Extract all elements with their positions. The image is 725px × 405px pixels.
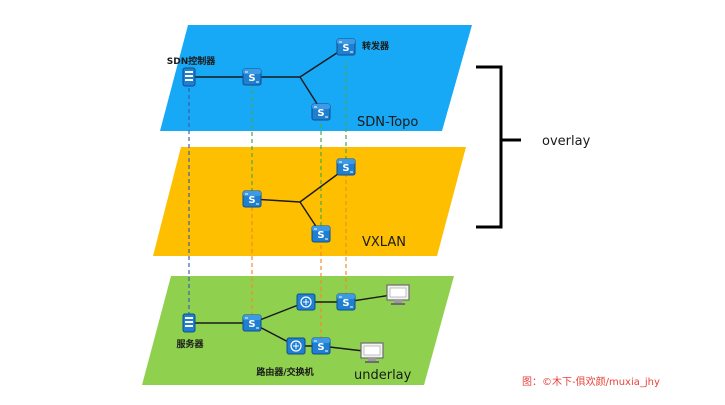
switch-icon <box>242 68 262 86</box>
vxlan-label: VXLAN <box>362 235 406 250</box>
switch-icon <box>336 158 356 176</box>
switch-icon <box>311 225 331 243</box>
router-icon <box>296 293 316 311</box>
controller-label: SDN控制器 <box>167 55 216 67</box>
controller-server-icon <box>182 67 196 87</box>
server-label: 服务器 <box>176 338 204 350</box>
underlay-label: underlay <box>354 368 412 383</box>
layer-mapping-lines <box>188 60 347 340</box>
server-icon <box>182 313 196 333</box>
switch-icon <box>311 103 331 121</box>
switch-icon <box>311 337 331 355</box>
link-top <box>190 46 347 78</box>
link-bottom-2 <box>251 322 373 353</box>
sdn-topo-label: SDN-Topo <box>357 115 418 130</box>
overlay-bracket <box>476 65 521 229</box>
image-credit: 图：©木下-俱欢颜/muxia_jhy <box>522 375 660 388</box>
switch-icon <box>336 38 356 56</box>
sdn-topo-layer <box>160 25 472 131</box>
vxlan-layer <box>153 147 466 256</box>
switch-icon <box>336 293 356 311</box>
switch-icon <box>242 190 262 208</box>
forwarder-label: 转发器 <box>362 40 390 52</box>
router-icon <box>286 337 306 355</box>
router-switch-label: 路由器/交换机 <box>256 366 313 378</box>
overlay-label: overlay <box>542 134 591 149</box>
switch-icon <box>242 314 262 332</box>
